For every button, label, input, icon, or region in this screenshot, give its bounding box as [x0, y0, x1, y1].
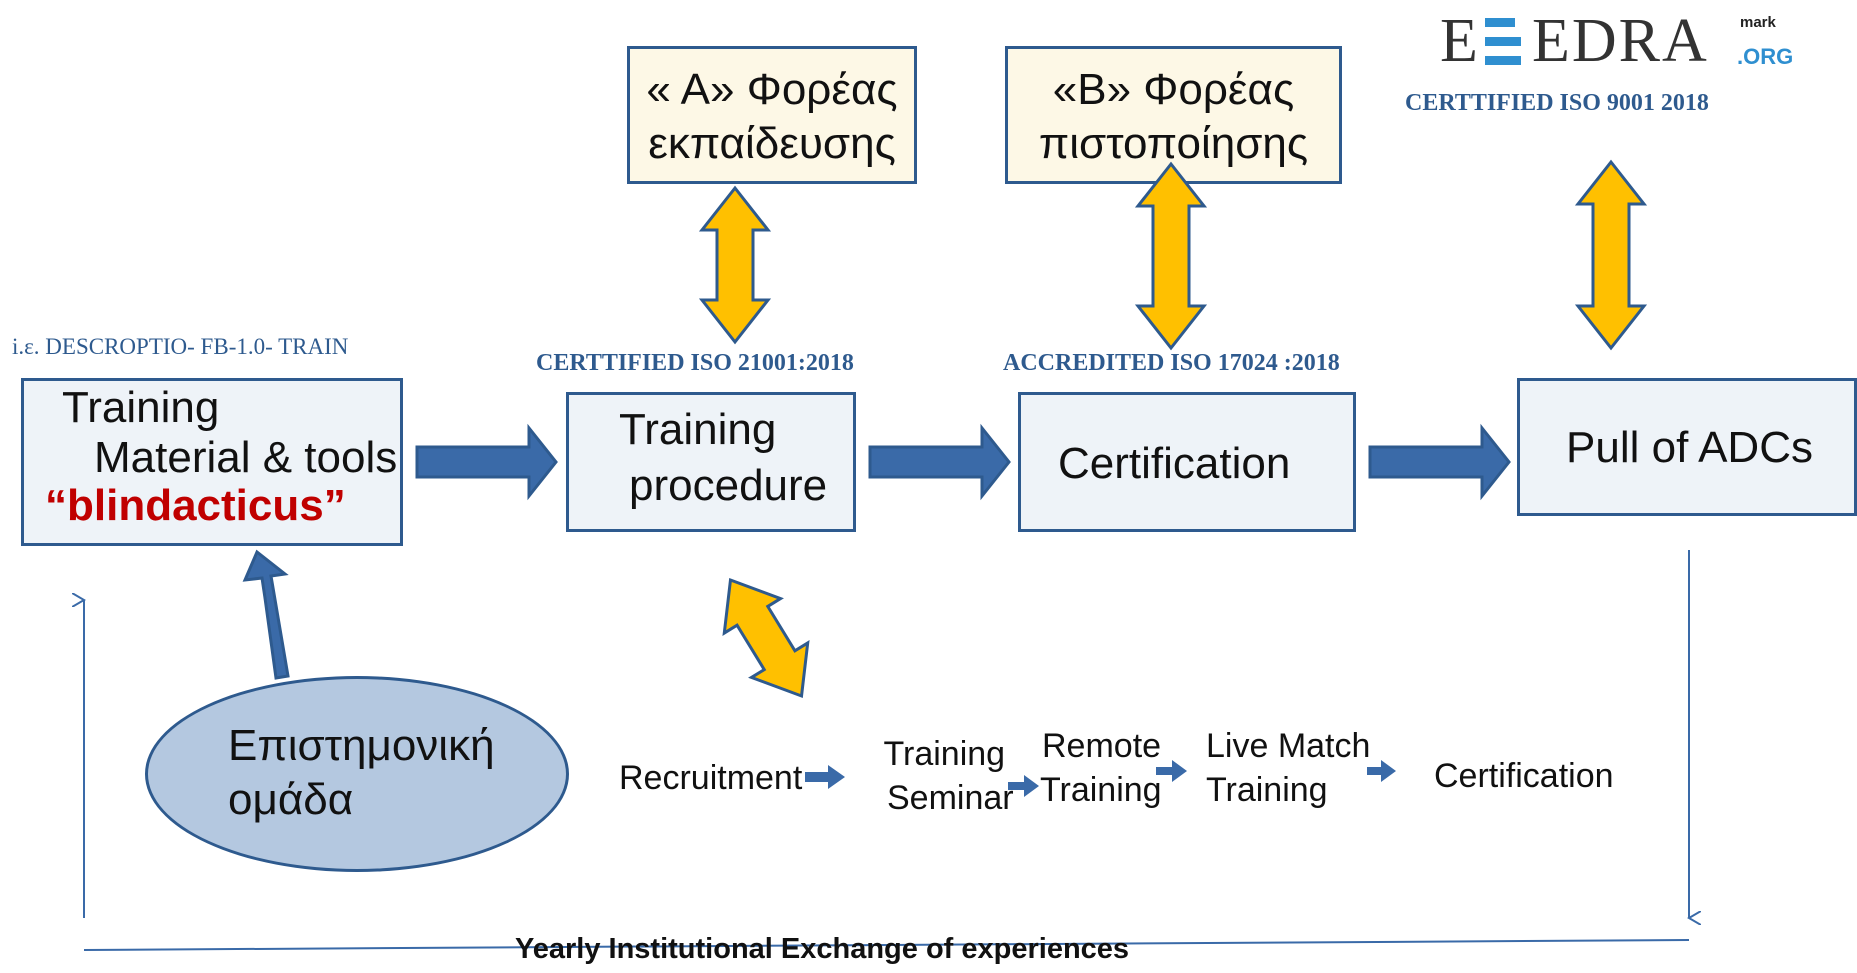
- iso-17024-label: ACCREDITED ISO 17024 :2018: [1003, 350, 1340, 376]
- stage-recruitment: Recruitment: [619, 759, 803, 797]
- example-label: i.ε. DESCROPTIO- FB-1.0- TRAIN: [12, 334, 349, 359]
- arrow-material-to-procedure: [415, 423, 558, 501]
- education-body-box: « A» Φορέας εκπαίδευσης: [627, 46, 917, 184]
- stage-live-line2: Training: [1206, 771, 1328, 809]
- arrow-logo-to-pull: [1574, 159, 1648, 351]
- stage-arrow-2: [1008, 775, 1039, 797]
- stage-seminar-line2: Seminar: [887, 779, 1014, 817]
- scientific-team-ellipse: Επιστημονική ομάδα: [145, 676, 569, 872]
- arrow-team-to-material: [242, 549, 290, 680]
- stage-arrow-3: [1156, 760, 1187, 782]
- education-body-line1: « A» Φορέας: [646, 65, 898, 114]
- arrow-certification-to-pull: [1368, 423, 1511, 501]
- certification-box: Certification: [1018, 392, 1356, 532]
- certification-box-label: Certification: [1058, 439, 1291, 488]
- stage-remote-line2: Training: [1040, 771, 1162, 809]
- stage-training-seminar: Training Seminar: [875, 732, 1014, 820]
- training-material-line1: Training: [62, 383, 220, 432]
- certification-body-line2: πιστοποίησης: [1038, 119, 1309, 168]
- scientific-team-line1: Επιστημονική: [228, 721, 495, 770]
- training-procedure-line2: procedure: [629, 461, 828, 510]
- stage-arrows: [805, 760, 1396, 797]
- blindacticus-name: “blindacticus”: [45, 481, 346, 530]
- training-material-box: Training Material & tools “blindacticus”: [21, 378, 403, 546]
- logo-suffix: .ORG: [1737, 44, 1794, 69]
- feedback-bottom-line: [83, 939, 1690, 951]
- stage-certification: Certification: [1434, 757, 1614, 795]
- stage-live-line1: Live Match: [1206, 727, 1371, 765]
- arrow-education-body-to-procedure: [698, 185, 772, 345]
- stage-seminar-line1: Training: [883, 735, 1006, 773]
- footer-caption: Yearly Institutional Exchange of experie…: [515, 933, 1130, 965]
- stage-remote-line1: Remote: [1042, 727, 1162, 765]
- stage-arrow-4: [1367, 760, 1396, 782]
- iso-21001-label: CERTTIFIED ISO 21001:2018: [536, 350, 854, 376]
- training-material-line2: Material & tools: [94, 433, 398, 482]
- pull-of-adcs-box: Pull of ADCs: [1517, 378, 1857, 516]
- stage-live-match-training: Live Match Training: [1206, 724, 1370, 812]
- stage-arrow-1: [805, 765, 845, 789]
- logo-bars-glyph: [1485, 18, 1521, 66]
- training-procedure-box: Training procedure: [566, 392, 856, 532]
- stage-remote-training: Remote Training: [1040, 724, 1162, 812]
- iso-9001-label: CERTTIFIED ISO 9001 2018: [1405, 90, 1709, 116]
- logo-mark: mark: [1740, 14, 1776, 31]
- eedra-logo: E EDRA mark .ORG: [1440, 8, 1820, 78]
- education-body-line2: εκπαίδευσης: [648, 119, 896, 168]
- logo-e-glyph: E: [1440, 7, 1478, 75]
- arrow-certification-body-to-certification: [1134, 161, 1208, 351]
- certification-body-line1: «B» Φορέας: [1052, 65, 1295, 114]
- training-procedure-line1: Training: [619, 405, 777, 454]
- logo-text: EDRA: [1532, 7, 1709, 75]
- pull-of-adcs-label: Pull of ADCs: [1566, 423, 1813, 472]
- arrow-procedure-to-certification: [868, 423, 1011, 501]
- scientific-team-line2: ομάδα: [228, 775, 354, 824]
- arrow-procedure-to-stages: [722, 577, 810, 699]
